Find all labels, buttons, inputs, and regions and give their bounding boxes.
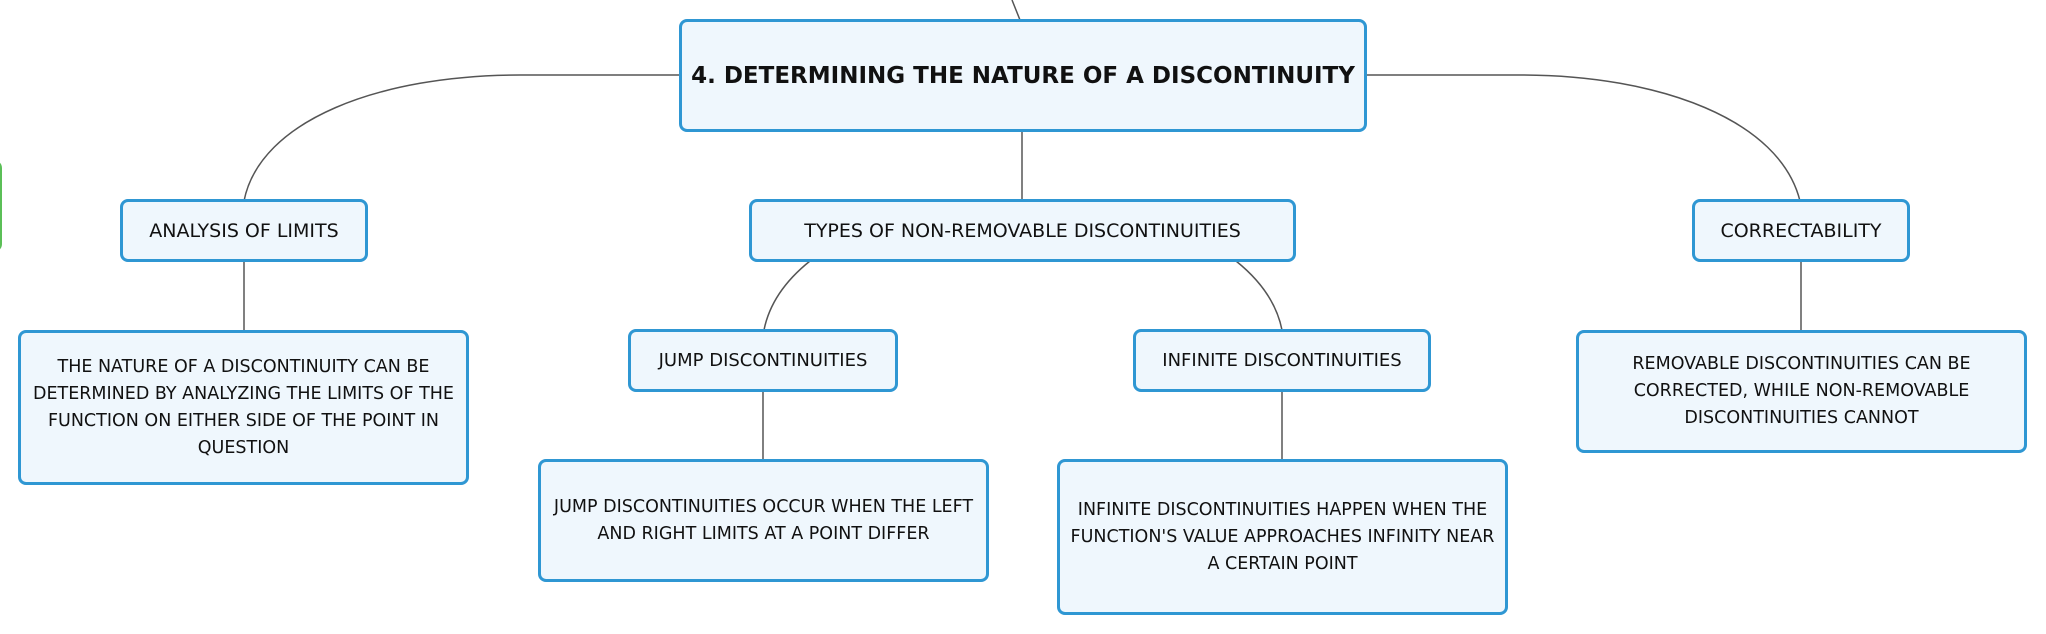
detail-jump-discontinuities-text: JUMP DISCONTINUITIES OCCUR WHEN THE LEFT… <box>553 496 974 544</box>
root-topic-label: 4. DETERMINING THE NATURE OF A DISCONTIN… <box>691 62 1355 89</box>
detail-jump-discontinuities[interactable]: JUMP DISCONTINUITIES OCCUR WHEN THE LEFT… <box>538 459 989 582</box>
detail-correctability-text: REMOVABLE DISCONTINUITIES CAN BE CORRECT… <box>1632 354 1971 428</box>
connector-types-to-infinite <box>1235 260 1283 331</box>
topic-analysis-of-limits[interactable]: ANALYSIS OF LIMITS <box>120 199 368 262</box>
topic-types-of-non-removable-label: TYPES OF NON-REMOVABLE DISCONTINUITIES <box>804 219 1241 242</box>
detail-correctability[interactable]: REMOVABLE DISCONTINUITIES CAN BE CORRECT… <box>1576 330 2027 453</box>
connector-root-to-limits <box>243 74 680 202</box>
topic-types-of-non-removable[interactable]: TYPES OF NON-REMOVABLE DISCONTINUITIES <box>749 199 1296 262</box>
topic-correctability[interactable]: CORRECTABILITY <box>1692 199 1910 262</box>
root-topic[interactable]: 4. DETERMINING THE NATURE OF A DISCONTIN… <box>679 19 1367 132</box>
offscreen-node-edge <box>0 160 2 252</box>
detail-infinite-discontinuities-text: INFINITE DISCONTINUITIES HAPPEN WHEN THE… <box>1070 499 1495 574</box>
subtopic-jump-discontinuities[interactable]: JUMP DISCONTINUITIES <box>628 329 898 392</box>
connector-parent-to-root <box>1011 0 1021 21</box>
topic-analysis-of-limits-label: ANALYSIS OF LIMITS <box>149 219 339 242</box>
subtopic-jump-discontinuities-label: JUMP DISCONTINUITIES <box>658 350 868 371</box>
subtopic-infinite-discontinuities[interactable]: INFINITE DISCONTINUITIES <box>1133 329 1431 392</box>
connector-root-to-correctability <box>1366 74 1801 202</box>
connector-types-to-jump <box>763 260 811 331</box>
topic-correctability-label: CORRECTABILITY <box>1720 219 1882 242</box>
detail-analysis-of-limits-text: THE NATURE OF A DISCONTINUITY CAN BE DET… <box>32 356 454 458</box>
subtopic-infinite-discontinuities-label: INFINITE DISCONTINUITIES <box>1162 350 1402 371</box>
detail-analysis-of-limits[interactable]: THE NATURE OF A DISCONTINUITY CAN BE DET… <box>18 330 469 485</box>
detail-infinite-discontinuities[interactable]: INFINITE DISCONTINUITIES HAPPEN WHEN THE… <box>1057 459 1508 615</box>
